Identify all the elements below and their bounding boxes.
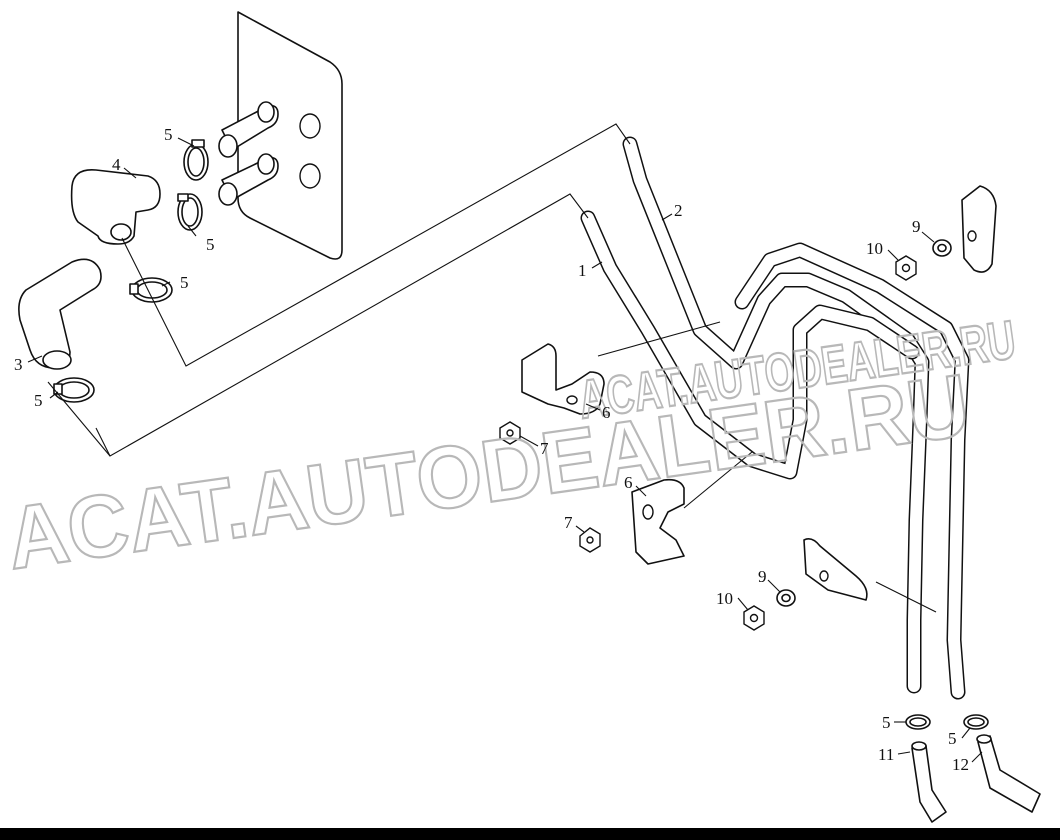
callout-5-upper: 5	[164, 125, 173, 144]
elbow-hose-4	[70, 169, 161, 245]
washer-9-upper	[932, 239, 952, 257]
callout-9-lower: 9	[758, 567, 767, 586]
callout-2: 2	[674, 201, 683, 220]
callout-5-bottom-right: 5	[948, 729, 957, 748]
bracket-lower	[631, 478, 685, 565]
callout-7-lower: 7	[564, 513, 573, 532]
clip-upper-right	[961, 185, 997, 273]
watermark: ACAT.AUTODEALER.RU ACAT.AUTODEALER.RU	[0, 309, 1020, 589]
nut-7-upper	[499, 421, 521, 445]
nut-10-upper	[895, 255, 917, 281]
callout-10-upper: 10	[866, 239, 883, 258]
callout-labels: 1 2 3 4 5 5 5 5 5 5 6 6 7 7 9 9 10 10 11…	[14, 125, 969, 774]
callout-3: 3	[14, 355, 23, 374]
callout-leaders	[27, 137, 983, 763]
callout-5-bottom-left: 5	[882, 713, 891, 732]
clamp-upper	[183, 139, 209, 181]
clamp-bottom-left	[905, 714, 931, 730]
hose-1	[580, 210, 920, 480]
washer-9-lower	[776, 589, 796, 607]
callout-5-left: 5	[34, 391, 43, 410]
nut-10-lower	[743, 605, 765, 631]
outlet-pipe-lower	[218, 153, 279, 206]
clamp-lower	[129, 277, 173, 303]
bottom-border-bar	[0, 828, 1060, 840]
bracket-upper	[521, 343, 605, 415]
outlet-pipe-upper	[218, 101, 279, 158]
callout-9-upper: 9	[912, 217, 921, 236]
hose-12	[976, 734, 1041, 813]
clamp-bottom-right	[963, 714, 989, 730]
callout-10-lower: 10	[716, 589, 733, 608]
clamp-middle	[177, 193, 203, 231]
callout-6-lower: 6	[624, 473, 633, 492]
callout-5-middle: 5	[206, 235, 215, 254]
hose-2	[622, 136, 930, 694]
callout-6-upper: 6	[602, 403, 611, 422]
callout-1: 1	[578, 261, 587, 280]
mounting-plate	[237, 11, 343, 260]
hose-11	[911, 741, 947, 823]
callout-11: 11	[878, 745, 894, 764]
hose-2-outer	[734, 242, 970, 700]
clip-lower-middle	[803, 538, 868, 601]
callout-12: 12	[952, 755, 969, 774]
callout-4: 4	[112, 155, 121, 174]
callout-7-upper: 7	[540, 439, 549, 458]
nut-7-lower	[579, 527, 601, 553]
routing-lines	[47, 123, 937, 613]
elbow-hose-3	[18, 258, 102, 370]
clamp-left	[53, 377, 95, 403]
callout-5-lower: 5	[180, 273, 189, 292]
